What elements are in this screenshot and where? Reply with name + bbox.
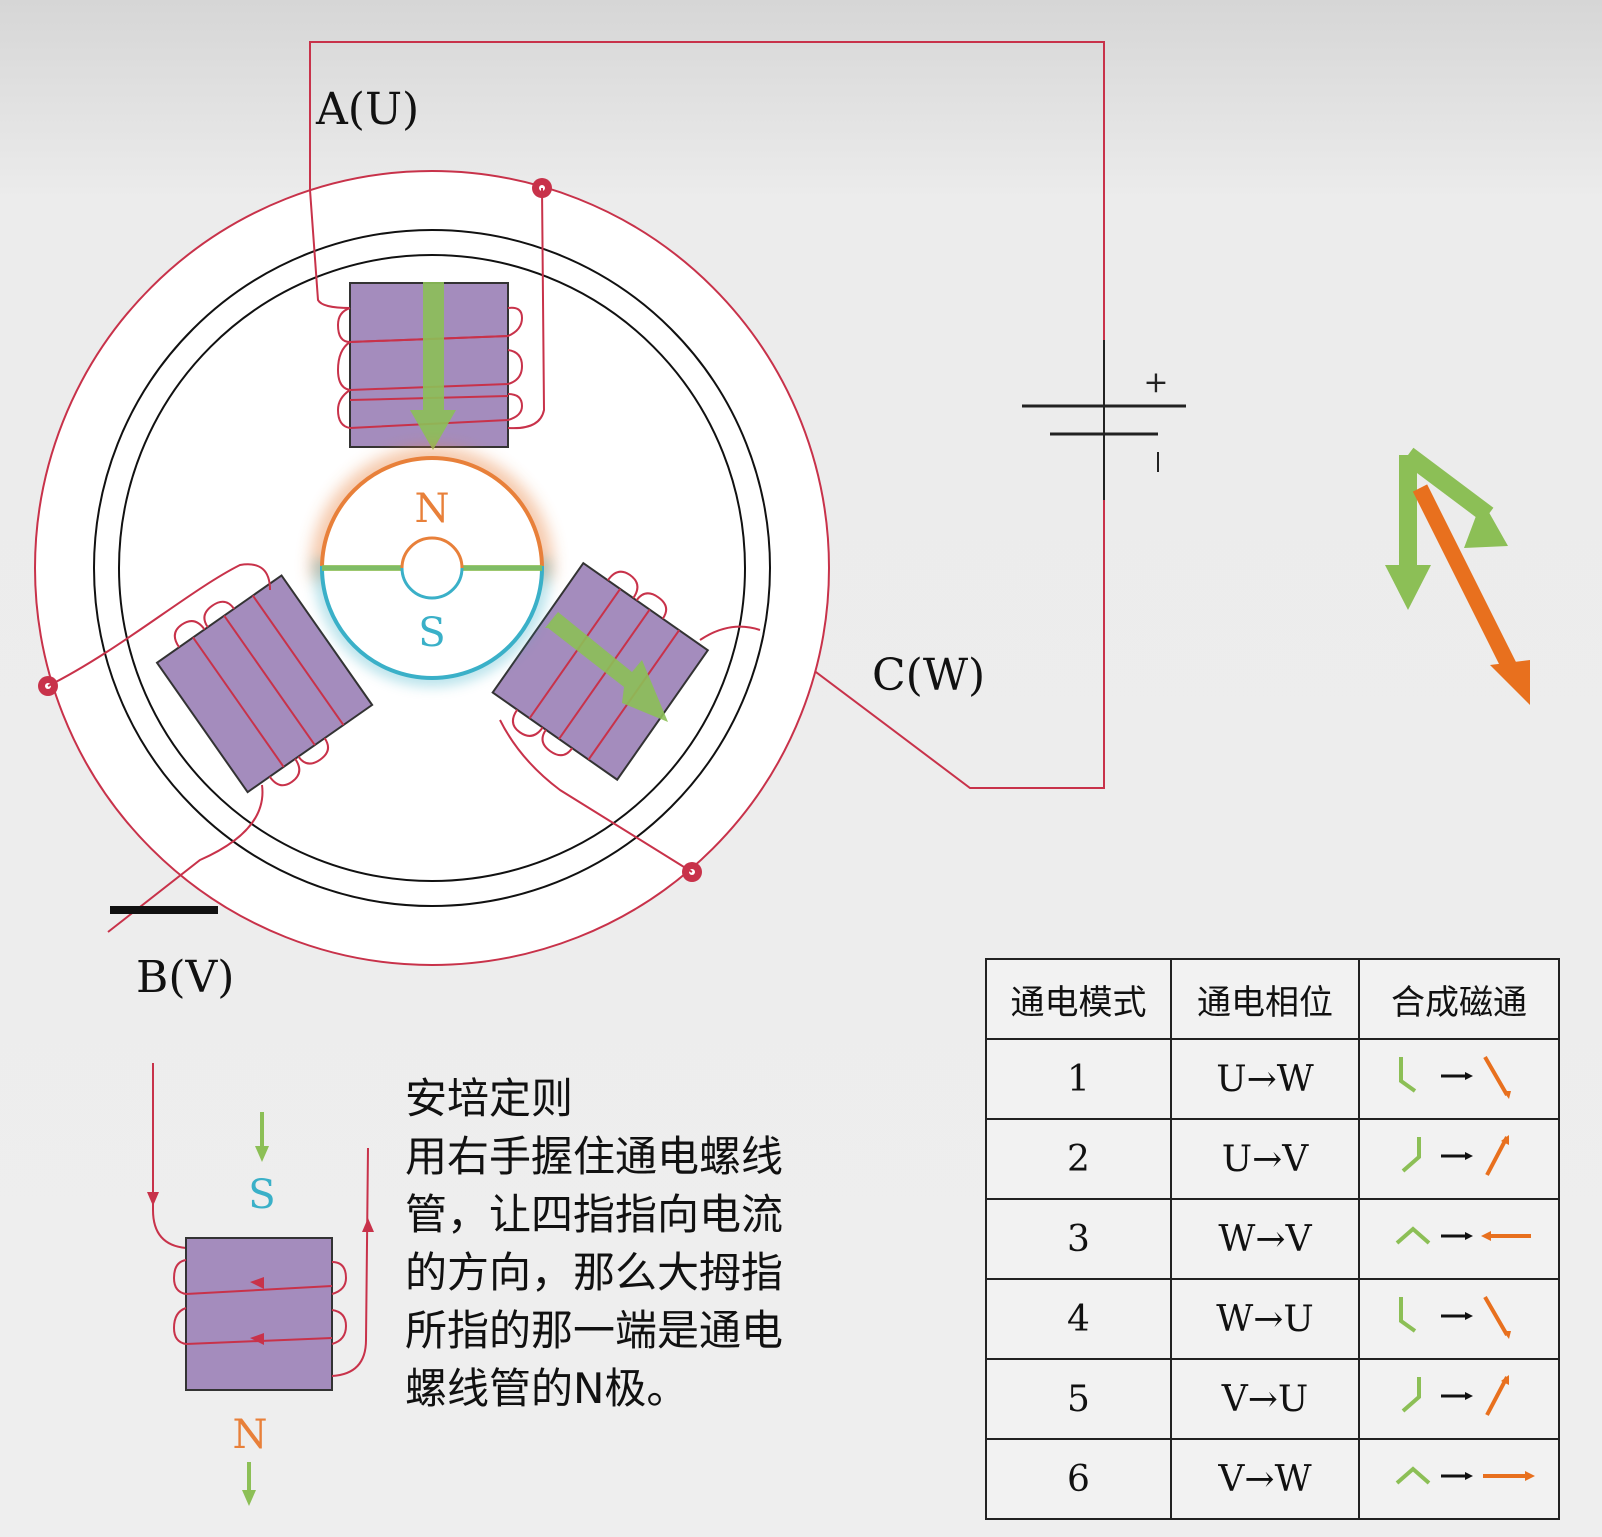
flux-transition-icon [1401,1374,1509,1416]
phase-b-label: B(V) [136,952,234,1003]
coil-a-field-arrow [410,282,456,450]
solenoid-bottom-pole: N [233,1412,268,1458]
coil-c [491,561,710,782]
header-flux: 合成磁通 [1358,958,1560,1040]
coil-b [155,574,374,794]
mode-cell: 4 [985,1278,1172,1360]
stator-ring-1 [93,229,771,907]
phase-a-label: A(U) [315,84,419,135]
phase-c-label: C(W) [872,650,985,701]
mode-cell: 3 [985,1198,1172,1280]
arrow-right-icon [1441,1311,1473,1320]
coil-c-field-arrow [545,612,668,722]
solenoid-example: S N [147,1063,374,1506]
phase-cell: V→U [1170,1358,1360,1440]
flux-transition-icon [1401,1134,1509,1176]
rule-line: 所指的那一端是通电 [405,1306,784,1355]
flux-cell [1358,1038,1560,1120]
rule-line: 用右手握住通电螺线 [405,1132,784,1181]
resultant-flux-vectors [1385,447,1530,705]
arrow-right-icon [1441,1071,1473,1080]
flux-cell [1358,1438,1560,1520]
flux-cell [1358,1278,1560,1360]
arrow-right-icon [1441,1471,1473,1480]
rotor-south-label: S [418,610,445,656]
arrow-right-icon [1441,1151,1473,1160]
phase-cell: U→V [1170,1118,1360,1200]
rotor: N S [310,447,554,687]
mode-cell: 2 [985,1118,1172,1200]
flux-transition-icon [1399,1055,1511,1099]
rule-line: 的方向，那么大拇指 [405,1248,784,1297]
flux-cell [1358,1358,1560,1440]
flux-transition-icon [1395,1225,1531,1245]
rule-line: 螺线管的N极。 [405,1364,689,1413]
battery-plus-label: + [1143,365,1168,400]
table-header-row: 通电模式 通电相位 合成磁通 [985,958,1560,1040]
arrow-right-icon [1441,1391,1473,1400]
mode-cell: 5 [985,1358,1172,1440]
arrow-right-icon [1441,1231,1473,1240]
rule-title: 安培定则 [405,1074,574,1123]
coil-a [309,187,546,450]
header-mode: 通电模式 [985,958,1172,1040]
header-phase: 通电相位 [1170,958,1360,1040]
coil-b-lead-in [47,563,271,687]
phase-cell: W→U [1170,1278,1360,1360]
coil-c-lead-in [699,625,761,641]
coil-c-lead-out [499,719,693,873]
flux-cell [1358,1198,1560,1280]
battery-symbol: + [1022,340,1186,500]
flux-cell [1358,1118,1560,1200]
phase-cell: U→W [1170,1038,1360,1120]
mode-cell: 6 [985,1438,1172,1520]
flux-transition-icon [1399,1295,1511,1339]
ampere-rule-text: 安培定则 用右手握住通电螺线 管，让四指指向电流 的方向，那么大拇指 所指的那一… [405,1070,845,1418]
stator-ring-2 [118,254,746,882]
mode-cell: 1 [985,1038,1172,1120]
phase-cell: V→W [1170,1438,1360,1520]
coil-b-lead-out [107,784,264,933]
solenoid-top-pole: S [248,1172,275,1218]
rule-line: 管，让四指指向电流 [405,1190,784,1239]
rotor-north-label: N [415,486,450,532]
flux-transition-icon [1395,1465,1535,1485]
phase-cell: W→V [1170,1198,1360,1280]
